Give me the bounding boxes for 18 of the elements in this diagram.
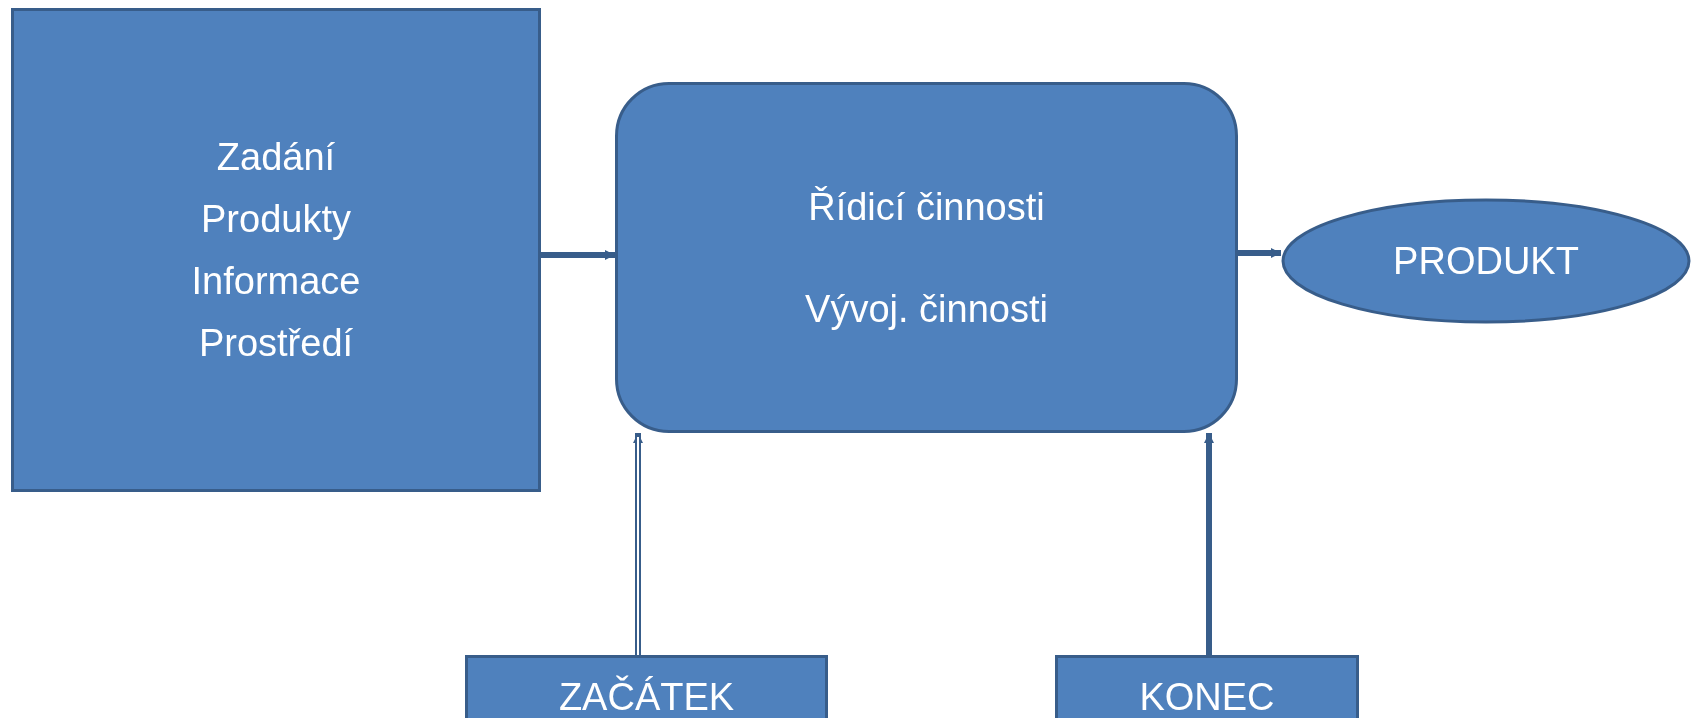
arrow [1238, 248, 1281, 258]
node-text: Informace [191, 259, 361, 304]
end-box [1055, 655, 1359, 718]
node-text: Řídicí činnosti [808, 184, 1045, 230]
node-text: KONEC [1139, 675, 1275, 718]
node-text: PRODUKT [1393, 239, 1579, 284]
node-text: Produkty [201, 197, 351, 242]
node-text: ZAČÁTEK [558, 674, 735, 718]
arrow [633, 433, 643, 656]
output-ellipse [1281, 198, 1691, 324]
arrow [1204, 433, 1214, 655]
node-text: Prostředí [198, 321, 354, 366]
input-box [11, 8, 541, 492]
process-box [615, 82, 1238, 433]
arrow [541, 250, 615, 260]
node-text: Zadání [216, 135, 336, 180]
start-box [465, 655, 828, 718]
node-text: Vývoj. činnosti [805, 286, 1048, 332]
